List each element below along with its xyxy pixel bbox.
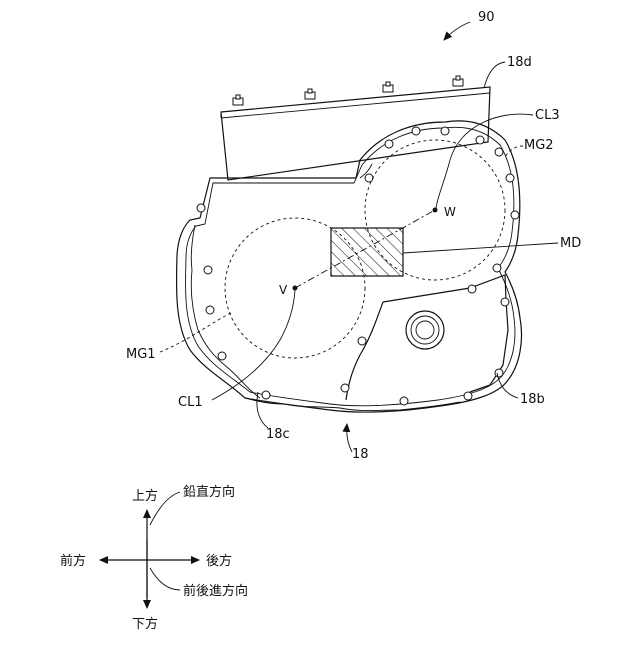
mg2-leader — [504, 146, 523, 158]
rear-label: 後方 — [206, 553, 232, 569]
v-point — [293, 286, 298, 291]
top-bolt — [305, 89, 315, 99]
md-label: MD — [560, 236, 581, 251]
ref-18d-leader — [484, 62, 505, 88]
vertical-direction-label: 鉛直方向 — [183, 484, 235, 500]
md-leader — [403, 243, 558, 253]
mg1-leader — [160, 312, 233, 352]
up-label: 上方 — [132, 488, 158, 504]
ref-18d-label: 18d — [507, 55, 532, 70]
md-hatched-block — [331, 228, 403, 276]
top-bolt — [233, 95, 243, 105]
cl3-label: CL3 — [535, 108, 560, 123]
cl1-leader — [212, 290, 295, 400]
v-label: V — [279, 283, 288, 297]
cl1-label: CL1 — [178, 395, 203, 410]
front-label: 前方 — [60, 553, 86, 569]
mg1-label: MG1 — [126, 347, 156, 362]
top-bolt — [453, 76, 463, 86]
ref-90-arrow — [444, 22, 470, 40]
down-label: 下方 — [132, 616, 158, 632]
w-point — [433, 208, 438, 213]
ref-90-label: 90 — [478, 10, 495, 25]
longitudinal-direction-label: 前後進方向 — [183, 583, 248, 599]
top-bolt — [383, 82, 393, 92]
top-cover-18d — [221, 76, 490, 180]
ref-18-label: 18 — [352, 447, 369, 462]
seal-boss — [406, 311, 444, 349]
ref-18c-label: 18c — [266, 427, 290, 442]
mg2-label: MG2 — [524, 138, 554, 153]
w-label: W — [444, 205, 456, 219]
ref-18b-label: 18b — [520, 392, 545, 407]
